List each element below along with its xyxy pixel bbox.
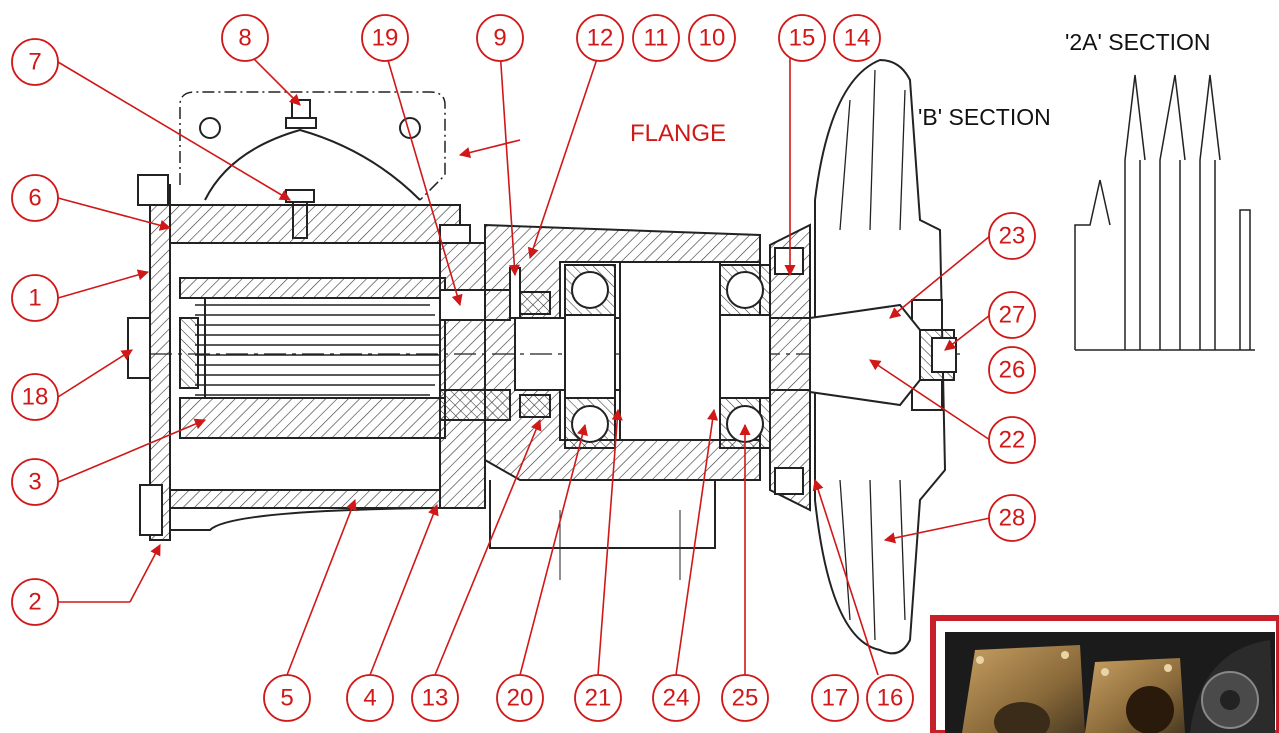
callout-5: 5 — [280, 685, 293, 712]
callout-27-circle — [988, 291, 1036, 339]
callout-19: 19 — [372, 25, 399, 52]
bearing-20 — [564, 264, 616, 449]
callout-17-circle — [811, 674, 859, 722]
callout-20-circle — [496, 674, 544, 722]
callout-9-circle — [476, 14, 524, 62]
callout-24: 24 — [663, 685, 690, 712]
callout-11: 11 — [644, 25, 669, 52]
callout-3-circle — [11, 458, 59, 506]
callout-6-circle — [11, 174, 59, 222]
pulley-hub — [769, 223, 811, 512]
callout-23-circle — [988, 212, 1036, 260]
callout-14-circle — [833, 14, 881, 62]
callout-22-circle — [988, 416, 1036, 464]
callout-15: 15 — [789, 25, 816, 52]
callout-2: 2 — [28, 589, 41, 616]
housing-upper — [169, 204, 461, 244]
callout-10: 10 — [699, 25, 726, 52]
callout-20: 20 — [507, 685, 534, 712]
top-cover — [204, 128, 421, 201]
callout-16: 16 — [877, 685, 904, 712]
leader-lines — [57, 49, 991, 676]
callout-21: 21 — [585, 685, 612, 712]
callout-12-circle — [576, 14, 624, 62]
callout-15-circle — [778, 14, 826, 62]
callout-8-circle — [221, 14, 269, 62]
wear-plate-4 — [439, 242, 486, 509]
seal-9 — [509, 267, 521, 319]
callout-5-circle — [263, 674, 311, 722]
callout-numbers: 1 2 3 4 5 6 7 8 9 10 11 12 13 14 15 16 1… — [22, 25, 1026, 712]
screw-7 — [285, 189, 315, 203]
flange-label: FLANGE — [630, 120, 726, 147]
callout-1: 1 — [28, 285, 41, 312]
callout-28: 28 — [999, 505, 1026, 532]
section-b-label: 'B' SECTION — [918, 104, 1051, 130]
callout-13: 13 — [422, 685, 449, 712]
callout-17: 17 — [822, 685, 849, 712]
callout-26-circle — [988, 346, 1036, 394]
callout-3: 3 — [28, 469, 41, 496]
callout-11-circle — [632, 14, 680, 62]
callout-21-circle — [574, 674, 622, 722]
callout-24-circle — [652, 674, 700, 722]
callout-13-circle — [411, 674, 459, 722]
section-2a-label: '2A' SECTION — [1065, 29, 1211, 55]
callout-22: 22 — [999, 427, 1026, 454]
callout-7-circle — [11, 38, 59, 86]
callout-10-circle — [688, 14, 736, 62]
flange-outline — [179, 91, 446, 201]
flange-hole-left — [199, 117, 221, 139]
callout-4-circle — [346, 674, 394, 722]
callout-18-circle — [11, 373, 59, 421]
callout-16-circle — [866, 674, 914, 722]
callout-12: 12 — [587, 25, 614, 52]
cam-3 — [179, 397, 446, 439]
callout-7: 7 — [28, 49, 41, 76]
product-photo-inset[interactable] — [930, 615, 1279, 733]
callout-4: 4 — [363, 685, 376, 712]
callout-6: 6 — [28, 185, 41, 212]
section-2a-sketch — [1074, 74, 1255, 351]
mount-foot — [489, 480, 716, 549]
callout-1-circle — [11, 274, 59, 322]
flange-hole-right — [399, 117, 421, 139]
callout-14: 14 — [844, 25, 871, 52]
bearing-25 — [719, 264, 771, 449]
impeller-splines — [195, 304, 440, 396]
callout-28-circle — [988, 494, 1036, 542]
housing-lower — [169, 489, 441, 509]
callout-23: 23 — [999, 223, 1026, 250]
callout-18: 18 — [22, 384, 49, 411]
pump-drawing — [127, 58, 960, 655]
callout-9: 9 — [493, 25, 506, 52]
callout-25-circle — [721, 674, 769, 722]
callout-25: 25 — [732, 685, 759, 712]
callout-8: 8 — [238, 25, 251, 52]
callout-27: 27 — [999, 302, 1026, 329]
callout-2-circle — [11, 578, 59, 626]
cam-6 — [179, 277, 446, 299]
callouts — [11, 14, 1036, 722]
callout-19-circle — [361, 14, 409, 62]
callout-26: 26 — [999, 357, 1026, 384]
seal-13 — [519, 394, 551, 418]
